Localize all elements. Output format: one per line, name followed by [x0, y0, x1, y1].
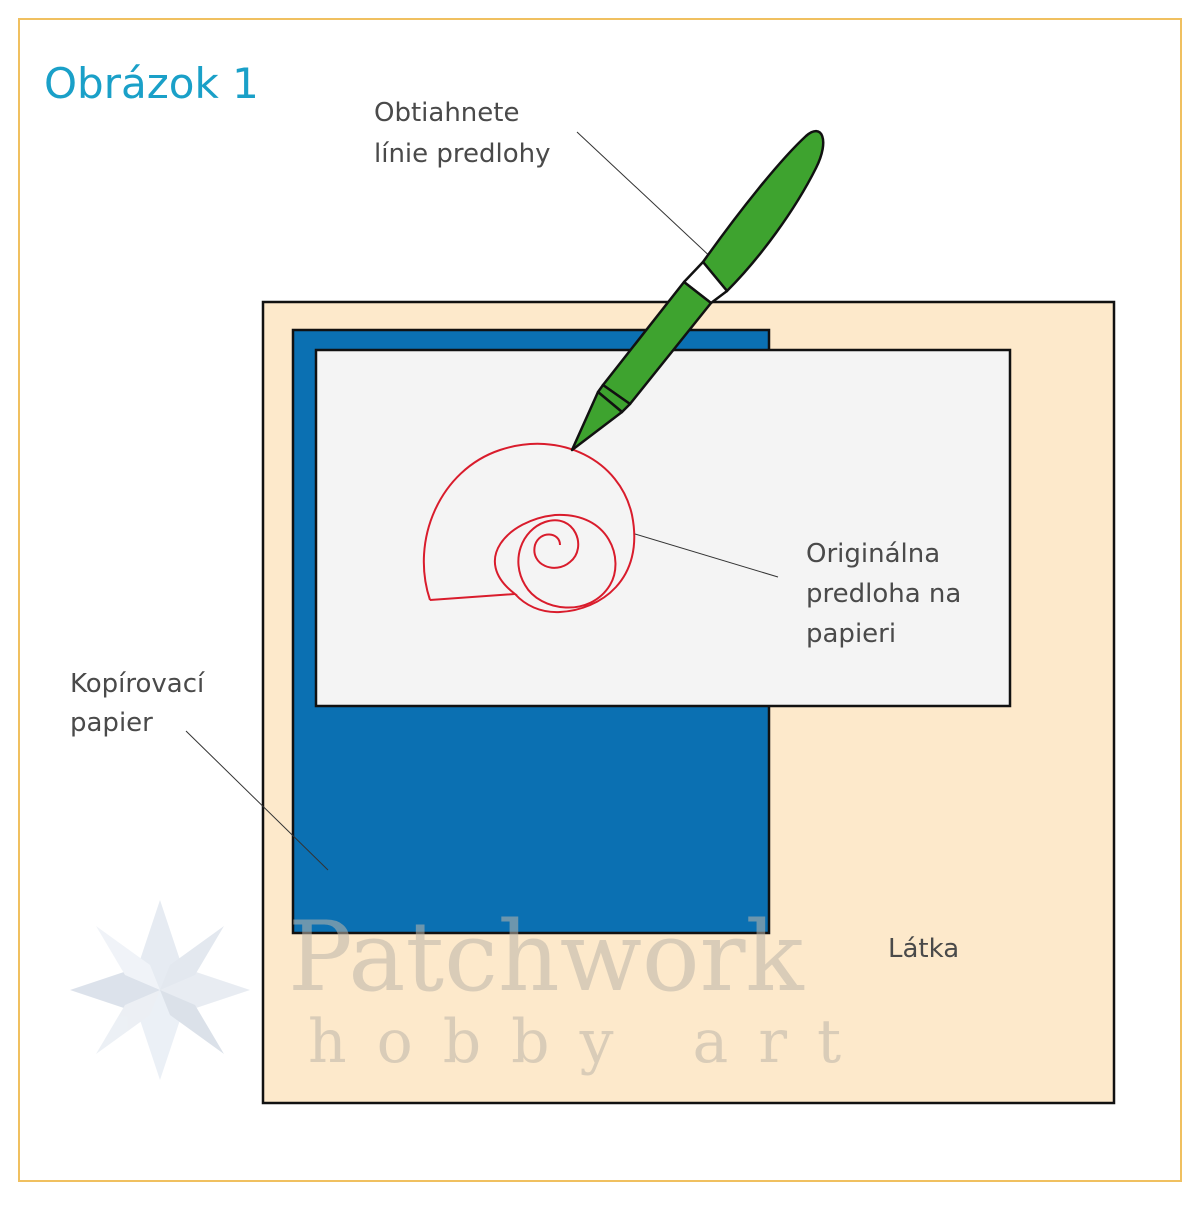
pattern-paper-rect — [314, 348, 1012, 708]
leader-line-trace — [576, 131, 717, 263]
outer-frame — [18, 18, 1182, 1182]
original-label-line-1: Originálna — [806, 539, 940, 569]
watermark-line-2: hobby art — [308, 1007, 871, 1077]
figure-title: Obrázok 1 — [44, 59, 259, 108]
fabric-label: Látka — [888, 934, 959, 964]
leader-line-carbon — [185, 730, 329, 871]
eight-point-star-icon — [70, 900, 250, 1080]
carbon-label-line-2: papier — [70, 708, 153, 738]
carbon-label-line-1: Kopírovací — [70, 669, 205, 699]
leader-line-original — [634, 533, 779, 578]
trace-label-line-2: línie predlohy — [374, 139, 551, 169]
watermark-line-1: Patchwork — [288, 901, 805, 1013]
original-label-line-2: predloha na — [806, 579, 961, 609]
spiral-shell-motif — [422, 442, 636, 614]
original-label-line-3: papieri — [806, 619, 896, 649]
trace-label-line-1: Obtiahnete — [374, 98, 519, 128]
pen-icon — [570, 129, 825, 452]
